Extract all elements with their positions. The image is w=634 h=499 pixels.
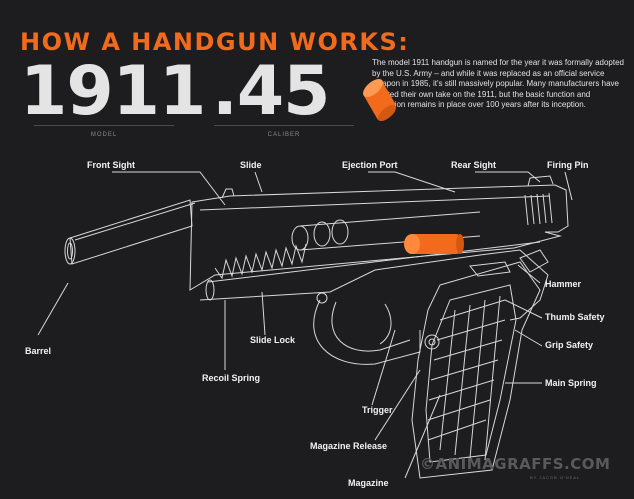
model-value: 1911 xyxy=(20,52,206,131)
label-barrel: Barrel xyxy=(25,346,52,356)
label-hammer: Hammer xyxy=(545,279,582,289)
label-rear-sight: Rear Sight xyxy=(451,160,497,170)
watermark: ©ANIMAGRAFFS.COM xyxy=(420,455,611,473)
label-magazine-release: Magazine Release xyxy=(310,441,388,451)
label-thumb-safety: Thumb Safety xyxy=(545,312,605,322)
label-slide-lock: Slide Lock xyxy=(250,335,296,345)
label-ejection-port: Ejection Port xyxy=(342,160,398,170)
author-credit: BY JACOB O'NEAL xyxy=(530,475,581,480)
caliber-divider xyxy=(214,125,354,126)
handgun-wireframe xyxy=(64,175,569,479)
model-caption: MODEL xyxy=(90,132,118,138)
chambered-round-icon xyxy=(404,234,464,254)
label-trigger: Trigger xyxy=(362,405,393,415)
cartridge-icon xyxy=(363,79,397,122)
page-title: HOW A HANDGUN WORKS: xyxy=(20,28,410,56)
label-firing-pin: Firing Pin xyxy=(547,160,589,170)
model-divider xyxy=(34,125,174,126)
label-grip-safety: Grip Safety xyxy=(545,340,594,350)
caliber-caption: CALIBER xyxy=(267,132,301,138)
label-front-sight: Front Sight xyxy=(87,160,135,170)
caliber-value: .45 xyxy=(212,52,330,131)
label-main-spring: Main Spring xyxy=(545,378,597,388)
label-slide: Slide xyxy=(240,160,262,170)
intro-paragraph: The model 1911 handgun is named for the … xyxy=(372,58,624,109)
leader-lines xyxy=(37,171,573,479)
label-recoil-spring: Recoil Spring xyxy=(202,373,261,383)
label-magazine: Magazine xyxy=(348,478,389,488)
